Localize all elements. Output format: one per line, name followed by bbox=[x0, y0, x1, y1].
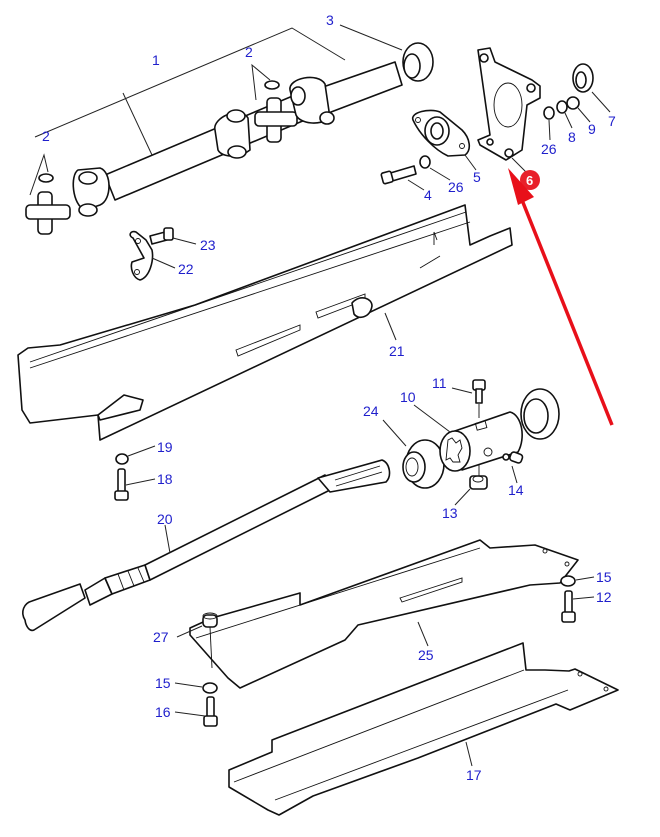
washer-part-15-left[interactable] bbox=[202, 682, 218, 694]
leader-6 bbox=[511, 157, 527, 173]
label-10[interactable]: 10 bbox=[400, 389, 416, 405]
leader-16 bbox=[174, 711, 206, 717]
stub-shaft-yoke[interactable] bbox=[289, 61, 403, 125]
leader-2b bbox=[251, 63, 271, 101]
label-6[interactable]: 6 bbox=[526, 173, 533, 188]
leader-27 bbox=[176, 625, 203, 638]
leader-12 bbox=[572, 596, 595, 600]
coupling-sleeve-part-10[interactable] bbox=[439, 411, 523, 472]
channel-housing-part-21[interactable] bbox=[17, 204, 513, 441]
label-7[interactable]: 7 bbox=[608, 113, 616, 129]
bracket-line-1 bbox=[34, 27, 346, 138]
bolt-part-12[interactable] bbox=[561, 590, 576, 623]
label-17[interactable]: 17 bbox=[466, 767, 482, 783]
label-4[interactable]: 4 bbox=[424, 187, 432, 203]
label-22[interactable]: 22 bbox=[178, 261, 194, 277]
label-12[interactable]: 12 bbox=[596, 589, 612, 605]
label-26-right[interactable]: 26 bbox=[541, 141, 557, 157]
label-9[interactable]: 9 bbox=[588, 121, 596, 137]
leader-15-left bbox=[174, 682, 203, 688]
spacer-part-27[interactable] bbox=[202, 612, 218, 628]
leader-26a bbox=[429, 167, 451, 181]
label-18[interactable]: 18 bbox=[157, 471, 173, 487]
bearing-ring-part-3[interactable] bbox=[402, 42, 434, 82]
washer-part-26-right[interactable] bbox=[543, 106, 555, 120]
label-25[interactable]: 25 bbox=[418, 647, 434, 663]
universal-joint-part-2-right[interactable] bbox=[254, 80, 298, 143]
leader-7 bbox=[591, 91, 611, 113]
leader-17 bbox=[465, 741, 473, 767]
bolt-part-11[interactable] bbox=[472, 379, 486, 404]
label-20[interactable]: 20 bbox=[157, 511, 173, 527]
red-arrow-icon bbox=[508, 168, 614, 426]
leader-9 bbox=[577, 107, 591, 123]
leader-21 bbox=[384, 312, 397, 341]
leader-26b bbox=[548, 119, 551, 141]
channel-part-25[interactable] bbox=[189, 539, 579, 689]
label-3[interactable]: 3 bbox=[326, 12, 334, 28]
leader-5 bbox=[464, 154, 477, 171]
washer-part-26-left[interactable] bbox=[419, 155, 431, 169]
leader-19 bbox=[127, 445, 156, 457]
leader-14 bbox=[511, 465, 518, 484]
leader-2a bbox=[29, 153, 49, 196]
label-21[interactable]: 21 bbox=[389, 343, 405, 359]
washer-part-19[interactable] bbox=[115, 453, 129, 465]
channel-part-17[interactable] bbox=[228, 642, 619, 816]
label-27[interactable]: 27 bbox=[153, 629, 169, 645]
label-14[interactable]: 14 bbox=[508, 482, 524, 498]
label-26-left[interactable]: 26 bbox=[448, 179, 464, 195]
leader-20 bbox=[164, 524, 171, 554]
label-23[interactable]: 23 bbox=[200, 237, 216, 253]
nut-part-13[interactable] bbox=[469, 475, 488, 490]
universal-joint-part-2-left[interactable] bbox=[25, 173, 71, 235]
label-2-right[interactable]: 2 bbox=[245, 44, 253, 60]
mounting-plate-part-6[interactable] bbox=[477, 47, 541, 161]
label-24[interactable]: 24 bbox=[363, 403, 379, 419]
bolt-part-23[interactable] bbox=[149, 227, 174, 245]
label-15-right[interactable]: 15 bbox=[596, 569, 612, 585]
seal-ring[interactable] bbox=[520, 388, 560, 440]
nut-part-9[interactable] bbox=[566, 96, 580, 110]
leader-13 bbox=[454, 488, 471, 506]
axis-line-27 bbox=[209, 626, 213, 669]
leader-22 bbox=[151, 257, 176, 269]
flange-bearing-part-5[interactable] bbox=[412, 109, 471, 157]
label-19[interactable]: 19 bbox=[157, 439, 173, 455]
leader-4 bbox=[407, 179, 425, 191]
collar-part-24[interactable] bbox=[402, 439, 445, 489]
grease-nipple-part-14[interactable] bbox=[502, 451, 524, 464]
leader-15-right bbox=[575, 576, 595, 581]
washer-part-15-right[interactable] bbox=[560, 575, 576, 587]
leader-3 bbox=[339, 24, 403, 51]
leader-11 bbox=[451, 387, 473, 394]
label-13[interactable]: 13 bbox=[442, 505, 458, 521]
leader-8 bbox=[564, 112, 573, 129]
highlight-badge-6 bbox=[520, 170, 540, 190]
label-2-left[interactable]: 2 bbox=[42, 128, 50, 144]
washer-part-8[interactable] bbox=[556, 100, 568, 114]
slotted-nut-part-7[interactable] bbox=[572, 63, 594, 93]
bolt-part-16[interactable] bbox=[203, 696, 218, 727]
clip-part-22[interactable] bbox=[129, 230, 154, 281]
label-11[interactable]: 11 bbox=[432, 375, 447, 391]
leader-18 bbox=[125, 478, 156, 486]
label-8[interactable]: 8 bbox=[568, 129, 576, 145]
splined-shaft-part-20[interactable] bbox=[22, 459, 391, 632]
label-1[interactable]: 1 bbox=[152, 52, 160, 68]
leader-23 bbox=[172, 237, 197, 245]
bolt-part-18[interactable] bbox=[114, 468, 129, 501]
leader-25 bbox=[417, 621, 429, 647]
leader-24 bbox=[382, 419, 407, 447]
bolt-part-4[interactable] bbox=[380, 165, 417, 185]
label-15-left[interactable]: 15 bbox=[155, 675, 171, 691]
leader-1 bbox=[122, 92, 153, 156]
label-16[interactable]: 16 bbox=[155, 704, 171, 720]
label-5[interactable]: 5 bbox=[473, 169, 481, 185]
leader-10 bbox=[413, 404, 451, 433]
